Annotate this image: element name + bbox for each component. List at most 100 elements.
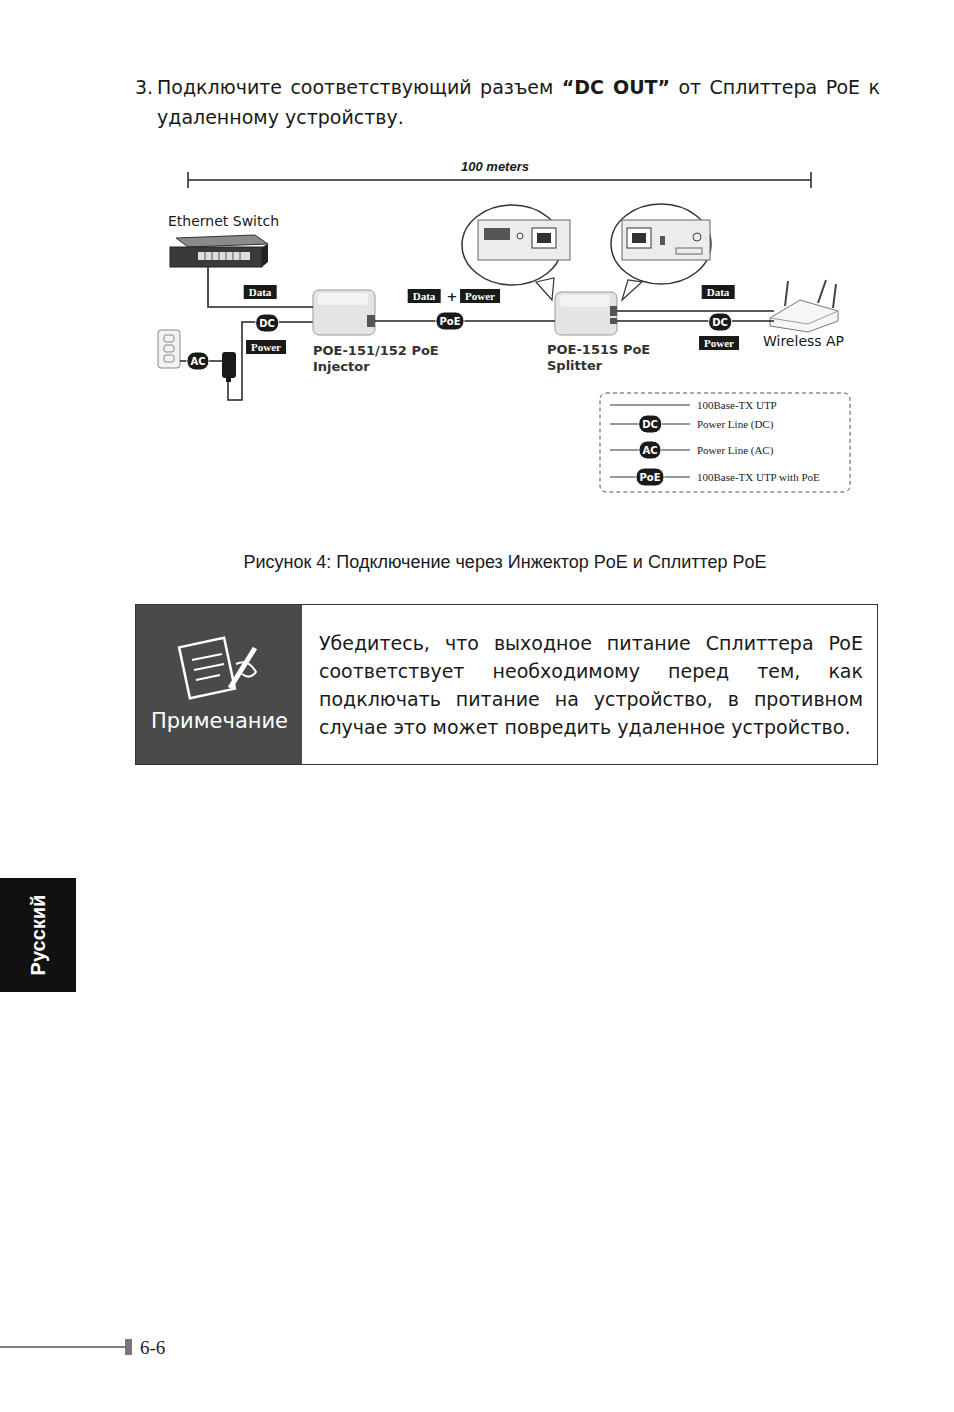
access-point-picture [770, 318, 808, 324]
zoom-callout [611, 204, 711, 284]
splitter-picture [610, 306, 617, 316]
language-tab [0, 878, 76, 992]
note-icon [192, 654, 222, 660]
node-body: Убедитесь, что выходное питание Сплиттер… [319, 629, 863, 741]
zoom-callout [622, 220, 710, 260]
note-panel [135, 604, 302, 765]
power-outlet [164, 345, 174, 352]
access-point-picture [818, 280, 826, 303]
injector-picture [367, 315, 375, 327]
node-title: Ethernet Switch [168, 213, 279, 229]
zoom-callout [537, 233, 551, 243]
cable-line [375, 320, 555, 322]
signal-tag: Power [699, 336, 739, 350]
connector-name: “DC OUT” [562, 76, 670, 98]
access-point-picture [833, 284, 836, 308]
splitter-picture [610, 318, 617, 324]
note-icon [194, 664, 224, 670]
language-tab [0, 878, 76, 992]
zoom-callout [462, 205, 570, 300]
note-panel [302, 604, 878, 765]
splitter-device: POE-151S PoE Splitter [555, 292, 617, 335]
switch-picture [226, 252, 227, 260]
legend-text: Power Line (DC) [697, 418, 773, 430]
splitter-picture [555, 292, 617, 335]
note-icon [179, 638, 235, 698]
plus-sign: + [446, 289, 459, 304]
dc-wire [228, 322, 313, 400]
legend-text: 100Base-TX UTP with PoE [697, 471, 820, 483]
signal-tag: Data [244, 285, 277, 299]
signal-tag: Power [246, 340, 286, 354]
language-tab-label: Русский [27, 895, 50, 976]
line-badge: AC [186, 352, 209, 371]
legend-badge: DC [638, 415, 662, 434]
power-outlet [158, 330, 180, 368]
line-badge: DC [255, 314, 279, 333]
line-badge: PoE [435, 312, 464, 331]
access-point-picture [808, 311, 838, 324]
zoom-callout [622, 280, 642, 300]
access-point-device: Wireless AP [770, 284, 838, 332]
distance-bracket [187, 172, 189, 188]
step-number: 3. [135, 72, 153, 102]
note-icon [179, 638, 256, 698]
injector-picture [313, 290, 375, 335]
power-adapter [222, 352, 236, 378]
legend-text: 100Base-TX UTP [697, 399, 777, 411]
page-rule [0, 1346, 125, 1348]
switch-picture [198, 252, 250, 260]
switch-picture [205, 252, 206, 260]
page-rule [0, 1339, 132, 1355]
figure-caption: Рисунок 4: Подключение через Инжектор Po… [243, 552, 766, 573]
access-point-picture [770, 280, 838, 332]
zoom-callout [517, 233, 523, 239]
legend-badge: AC [638, 441, 661, 460]
legend-badge: PoE [635, 468, 664, 487]
cable-line [208, 267, 313, 307]
cable-line [617, 310, 774, 312]
line-badge: DC [708, 313, 732, 332]
access-point-picture [770, 300, 838, 332]
note-icon [196, 675, 220, 680]
signal-tag: Data [702, 285, 735, 299]
node-title: POE-151S PoE Splitter [547, 342, 675, 374]
zoom-callout [676, 248, 702, 254]
signal-tag: Data [408, 289, 441, 303]
zoom-callout [532, 228, 556, 248]
zoom-callout [484, 228, 510, 240]
legend-sample-line [610, 404, 690, 405]
switch-picture [170, 235, 268, 267]
power-outlet [158, 330, 180, 368]
zoom-callout [632, 233, 646, 243]
legend-frame [600, 393, 850, 492]
zoom-callout [611, 204, 711, 300]
splitter-picture [555, 292, 617, 335]
distance-bracket [188, 179, 811, 181]
switch-picture [219, 252, 220, 260]
node-title: Wireless AP [763, 333, 844, 349]
zoom-callout [693, 233, 701, 241]
node-title: Примечание [136, 709, 303, 733]
distance-bracket [188, 172, 811, 188]
note-icon [230, 648, 255, 688]
zoom-callout [627, 228, 651, 248]
switch-device: Ethernet Switch [170, 235, 268, 267]
distance-label: 100 meters [461, 159, 529, 174]
step-text: Подключите соответствующий разъем “DC OU… [157, 72, 880, 132]
step-text-part: Подключите соответствующий разъем [157, 76, 553, 98]
splitter-picture [560, 295, 610, 307]
node-title: POE-151/152 PoE Injector [313, 343, 441, 375]
power-adapter [226, 378, 231, 382]
switch-picture [262, 244, 268, 267]
zoom-callout [536, 278, 554, 300]
power-adapter [222, 352, 236, 382]
signal-tag: Power [460, 289, 500, 303]
switch-picture [233, 252, 234, 260]
zoom-callout [478, 220, 570, 260]
note-box: Примечание Убедитесь, что выходное питани… [135, 604, 878, 765]
switch-picture [212, 252, 213, 260]
legend-text: Power Line (AC) [697, 444, 773, 456]
